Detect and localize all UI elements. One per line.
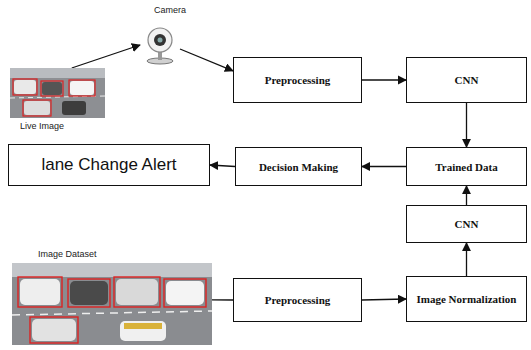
flow-arrow [180,49,233,71]
camera-icon [140,25,180,65]
box-label: lane Change Alert [37,153,180,177]
traffic-photo [10,68,105,118]
flow-arrow [466,186,467,205]
camera-node: Camera [140,25,180,65]
flow-arrow [362,299,406,300]
box-label: Decision Making [255,159,342,175]
flow-arrow [362,79,406,80]
image-caption: Image Dataset [38,249,97,259]
output-box: lane Change Alert [8,144,210,186]
image-caption: Live Image [20,121,64,131]
box-label: Preprocessing [261,72,335,88]
box-label: CNN [451,216,483,232]
flow-arrow [466,243,467,276]
image-caption: Camera [154,5,186,15]
process-box: Image Normalization [406,276,527,322]
flow-arrow [212,299,233,300]
flow-arrow [210,165,235,167]
flow-arrow [466,103,467,147]
process-box: Preprocessing [233,278,362,322]
image-node: Image Dataset [12,263,212,345]
box-label: CNN [451,72,483,88]
process-box: Preprocessing [233,57,362,103]
process-box: CNN [406,57,527,103]
box-label: Preprocessing [261,292,335,308]
box-label: Image Normalization [413,291,521,307]
box-label: Trained Data [431,159,501,175]
dataset-photo [12,263,212,345]
image-node: Live Image [10,68,105,118]
process-box: Decision Making [235,147,362,186]
process-box: CNN [406,205,527,243]
process-box: Trained Data [406,147,527,186]
flow-arrow [362,166,406,167]
flow-arrow [72,45,140,68]
